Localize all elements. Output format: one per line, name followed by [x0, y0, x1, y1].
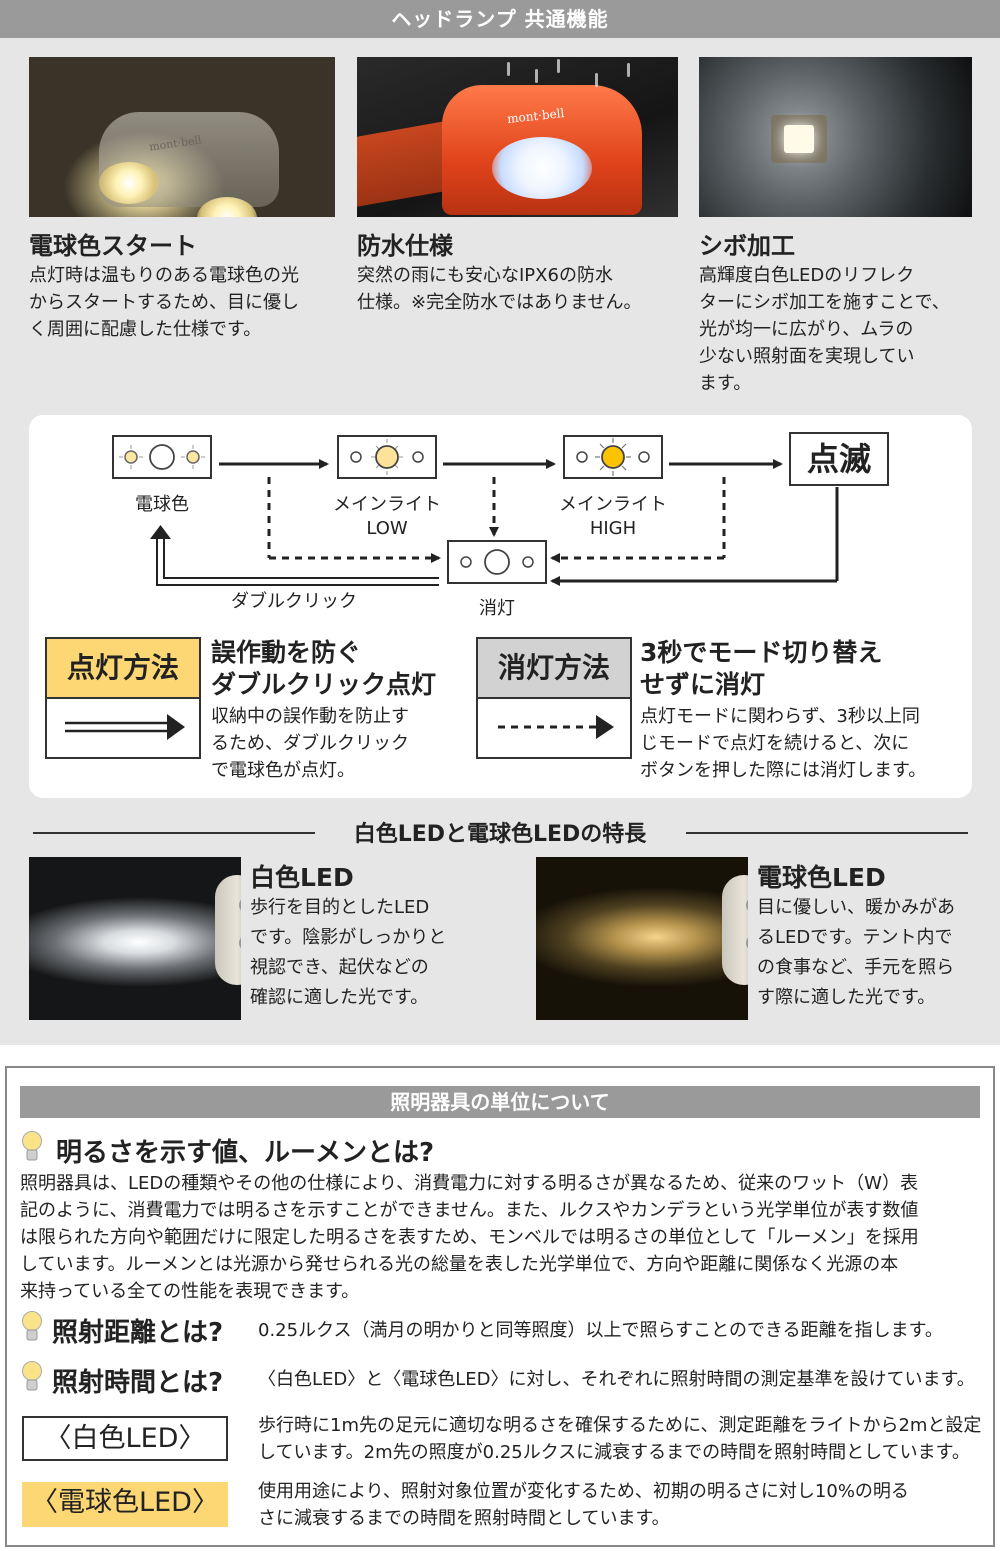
warm-led-criteria: 使用用途により、照射対象位置が変化するため、初期の明るさに対し10%の明るさに減… [258, 1481, 909, 1529]
lumen-text: 照明器具は、LEDの種類やその他の仕様により、消費電力に対する明るさが異なるため… [20, 1173, 919, 1302]
distance-question: 照射距離とは? [52, 1318, 224, 1348]
feature-title-warm-start: 電球色スタート [29, 232, 197, 260]
method-off-text: 点灯モードに関わらず、3秒以上同じモードで点灯を続けると、次にボタンを押した際に… [640, 706, 927, 781]
feature-title-texture: シボ加工 [699, 232, 795, 260]
warm-led-photo [536, 857, 748, 1020]
method-on-title: 誤作動を防ぐダブルクリック点灯 [211, 638, 437, 699]
section-divider-left [33, 832, 315, 834]
waterproof-photo: mont·bell [357, 57, 678, 217]
time-question: 照射時間とは? [52, 1368, 224, 1398]
lumen-question: 明るさを示す値、ルーメンとは? [56, 1138, 435, 1168]
lightbulb-icon [22, 1311, 42, 1341]
white-led-photo [29, 857, 241, 1020]
units-title: 照明器具の単位について [20, 1086, 980, 1118]
mode-off-box [447, 540, 547, 584]
mode-blink-box: 点滅 [789, 432, 889, 486]
warm-led-text: 目に優しい、暖かみがあるLEDです。テント内での食事など、手元を照らす際に適した… [757, 897, 955, 1008]
mode-off-lamp-icon [460, 549, 534, 575]
mode-warm-box [112, 435, 212, 479]
warm-led-tag: 〈電球色LED〉 [22, 1482, 228, 1527]
feature-text-waterproof: 突然の雨にも安心なIPX6の防水仕様。※完全防水ではありません。 [357, 265, 642, 313]
mode-high-box [563, 435, 663, 479]
mode-low-box [337, 435, 437, 479]
time-text: 〈白色LED〉と〈電球色LED〉に対し、それぞれに照射時間の測定基準を設けていま… [258, 1369, 975, 1390]
mode-warm-lamp-icon [119, 444, 205, 470]
method-off-head: 消灯方法 [478, 639, 630, 699]
white-led-title: 白色LED [250, 863, 354, 892]
warm-start-photo: mont·bell [29, 57, 335, 217]
solid-double-arrow-icon [65, 714, 185, 740]
mode-low-lamp-icon [350, 439, 424, 475]
mode-off-label: 消灯 [479, 598, 515, 619]
white-led-tag: 〈白色LED〉 [22, 1416, 228, 1461]
double-click-label: ダブルクリック [231, 591, 357, 612]
section-divider-right [686, 832, 968, 834]
mode-warm-label: 電球色 [135, 494, 189, 515]
feature-text-warm-start: 点灯時は温もりのある電球色の光からスタートするため、目に優しく周囲に配慮した仕様… [29, 265, 299, 340]
white-led-criteria: 歩行時に1m先の足元に適切な明るさを確保するために、測定距離をライトから2mと設… [258, 1415, 982, 1463]
textured-reflector-photo [699, 57, 972, 217]
feature-text-texture: 高輝度白色LEDのリフレクターにシボ加工を施すことで、光が均一に広がり、ムラの少… [699, 265, 950, 394]
mode-high-lamp-icon [576, 438, 650, 476]
units-panel [5, 1066, 995, 1547]
mode-flow-arrows [150, 459, 839, 586]
method-off-title: 3秒でモード切り替えせずに消灯 [640, 638, 883, 699]
method-on-head: 点灯方法 [47, 639, 199, 699]
page-title: ヘッドランプ 共通機能 [0, 0, 1000, 38]
distance-text: 0.25ルクス（満月の明かりと同等照度）以上で照らすことのできる距離を指します。 [258, 1320, 943, 1341]
dashed-arrow-icon [498, 715, 614, 739]
led-section-title: 白色LEDと電球色LEDの特長 [353, 822, 647, 847]
lightbulb-icon [22, 1131, 42, 1161]
method-on-text: 収納中の誤作動を防止するため、ダブルクリックで電球色が点灯。 [211, 706, 409, 781]
lightbulb-icon [22, 1361, 42, 1391]
method-on-box: 点灯方法 [45, 637, 201, 759]
warm-led-title: 電球色LED [757, 863, 886, 892]
method-off-box: 消灯方法 [476, 637, 632, 759]
feature-title-waterproof: 防水仕様 [357, 232, 453, 260]
